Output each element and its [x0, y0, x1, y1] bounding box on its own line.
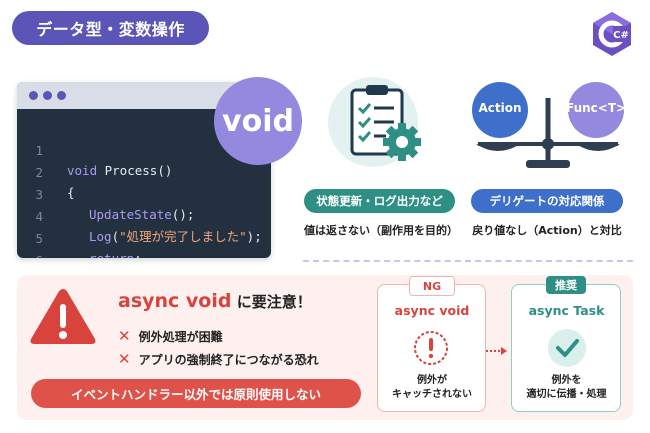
check-circle-icon [548, 329, 586, 367]
ng-tag: NG [409, 276, 455, 296]
page-title: データ型・変数操作 [12, 11, 209, 45]
warning-item: ✕アプリの強制終了につながる恐れ [118, 350, 319, 368]
clipboard-gear-icon [350, 85, 421, 161]
usage-banner: イベントハンドラー以外では原則使用しない [31, 379, 361, 408]
warning-icon [30, 289, 96, 344]
csharp-logo-icon: C# [593, 12, 631, 56]
balance-scale-icon [472, 82, 624, 168]
ng-card-caption: 例外がキャッチされない [392, 375, 472, 400]
window-dot [43, 91, 52, 100]
code-line-3: 3 UpdateState(); [35, 187, 195, 222]
recommended-tag: 推奨 [546, 276, 586, 294]
window-dot [29, 91, 38, 100]
delegate-pill: デリゲートの対応関係 [471, 189, 623, 213]
delegate-caption: 戻り値なし（Action）と対比 [472, 224, 622, 237]
code-line-4: 4 Log("処理が完了しました"); [35, 209, 262, 244]
side-effect-caption: 値は返さない（副作用を目的） [304, 224, 458, 237]
ng-card-title: async void [394, 303, 470, 318]
cross-icon: ✕ [118, 327, 131, 345]
code-line-5: 5 return; [35, 231, 141, 258]
recommended-card-title: async Task [528, 303, 605, 318]
exclamation-circle-icon [414, 331, 448, 365]
logo-text: C# [613, 30, 629, 41]
func-label: Func<T> [566, 101, 627, 115]
side-effect-pill: 状態更新・ログ出力など [304, 189, 455, 213]
void-badge: void [214, 77, 302, 165]
warning-item: ✕例外処理が困難 [118, 327, 223, 345]
arrow-right-icon [486, 347, 507, 355]
code-line-1: 1 void Process() [35, 143, 173, 178]
recommended-card [511, 284, 621, 412]
window-dot [57, 91, 66, 100]
code-line-2: 2 { [35, 165, 75, 200]
recommended-card-caption: 例外を適切に伝播・処理 [526, 375, 607, 400]
cross-icon: ✕ [118, 350, 131, 368]
action-label: Action [478, 101, 522, 115]
warning-title: async void に要注意！ [118, 290, 312, 312]
divider [303, 260, 633, 262]
code-line-6: 6 } [17, 231, 271, 258]
